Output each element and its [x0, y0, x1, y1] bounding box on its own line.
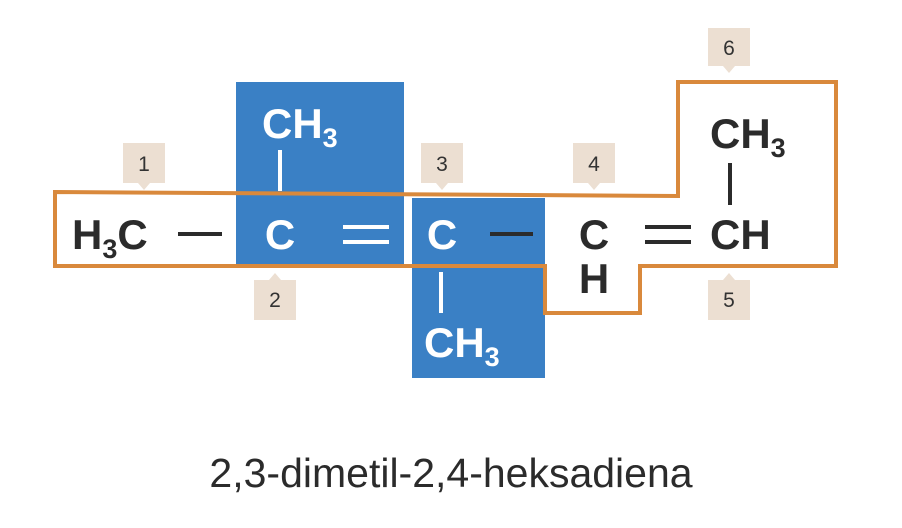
- main-chain-outline: [53, 80, 838, 315]
- number-tag-5: 5: [708, 273, 750, 320]
- atom-c1: H3C: [72, 211, 148, 264]
- bond-double-c2-c3: [343, 225, 389, 244]
- svg-text:5: 5: [723, 289, 735, 312]
- number-tag-2: 2: [254, 273, 296, 320]
- svg-text:2: 2: [269, 289, 281, 312]
- atom-c4-hydrogen: H: [579, 255, 609, 302]
- atom-c2: C: [265, 211, 295, 258]
- atom-c5: CH: [710, 211, 771, 258]
- atom-c3: C: [427, 211, 457, 258]
- atom-c2-methyl: CH3: [262, 100, 338, 153]
- number-tag-1: 1: [123, 143, 165, 190]
- svg-text:6: 6: [723, 37, 735, 60]
- svg-text:3: 3: [436, 153, 448, 176]
- svg-text:4: 4: [588, 153, 600, 176]
- atom-c3-methyl: CH3: [424, 319, 500, 372]
- atom-c6: CH3: [710, 110, 786, 163]
- number-tag-4: 4: [573, 143, 615, 190]
- number-tag-3: 3: [421, 143, 463, 190]
- atom-c4: C: [579, 211, 609, 258]
- svg-text:1: 1: [138, 153, 150, 176]
- highlight-block-c3: [412, 198, 545, 378]
- bond-double-c4-c5: [645, 225, 691, 244]
- compound-name: 2,3-dimetil-2,4-heksadiena: [209, 450, 692, 496]
- highlight-block-c2: [236, 82, 404, 264]
- number-tag-6: 6: [708, 28, 750, 73]
